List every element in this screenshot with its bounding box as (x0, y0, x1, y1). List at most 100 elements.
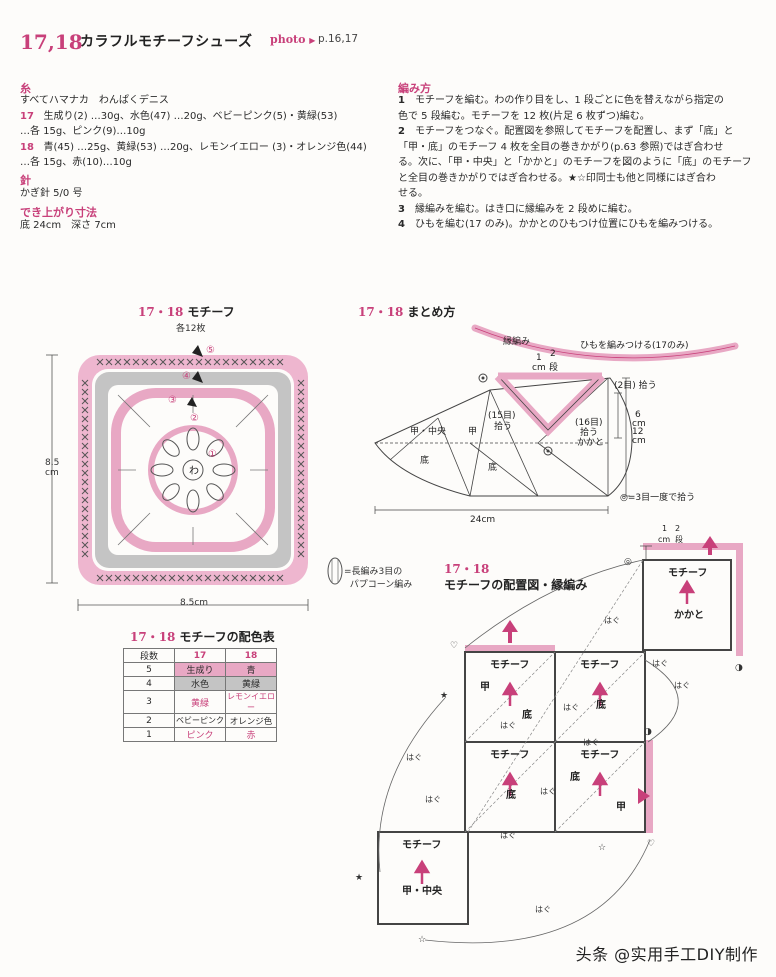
stitch-mark (297, 451, 305, 459)
pick-15a: (15目) (488, 410, 515, 421)
hagu-9: はぐ (500, 831, 516, 840)
stitch-mark (297, 487, 305, 495)
stitch-mark (150, 574, 158, 582)
instruction-line: 「甲・底」のモチーフ 4 枚を全目の巻きかがり(p.63 参照)ではぎ合わせ (398, 141, 724, 153)
stitch-mark (297, 469, 305, 477)
label-motif-soko3: モチーフ (490, 749, 529, 761)
stitch-mark (96, 358, 104, 366)
stitch-mark (195, 358, 203, 366)
stitch-mark (81, 514, 89, 522)
stitch-mark (297, 550, 305, 558)
label-motif-soko: モチーフ (580, 659, 619, 671)
step-number: 2 (398, 126, 415, 137)
label-soko-4: 底 (570, 770, 580, 783)
stitch-mark (297, 406, 305, 414)
round-2-label: ② (190, 413, 199, 424)
yarn-heading: 糸 (20, 82, 31, 95)
kou-label: 甲 (468, 426, 477, 437)
stitch-mark (222, 574, 230, 582)
round-1-label: ① (208, 449, 217, 460)
stitch-mark (123, 358, 131, 366)
stitch-mark (168, 358, 176, 366)
stitch-mark (105, 358, 113, 366)
stitch-mark (132, 358, 140, 366)
stitch-mark (213, 358, 221, 366)
col-header-rows: 段数 (123, 648, 175, 663)
step-number: 1 (398, 95, 415, 106)
pick-16a: (16目) (575, 417, 602, 428)
svg-text:★: ★ (355, 873, 363, 883)
stitch-mark (81, 397, 89, 405)
label-motif-heel: モチーフ (668, 567, 707, 579)
round-3-label: ③ (168, 395, 177, 406)
stitch-mark (276, 358, 284, 366)
dim-6-b: cm (632, 419, 646, 429)
materials-text: すべてハマナカ わんぱくデニス 17 生成り(2) …30g、水色(47) …2… (20, 95, 367, 168)
stitch-mark (123, 574, 131, 582)
col-header-18: 18 (225, 648, 277, 663)
stitch-mark (297, 496, 305, 504)
stitch-mark (81, 406, 89, 414)
svg-text:♡: ♡ (450, 641, 458, 651)
instruction-line: る。次に、「甲・中央」と「かかと」のモチーフを図のように「底」のモチーフ (398, 157, 752, 168)
layout-edge-2: 2 (675, 524, 680, 533)
pick-2: (2目) 拾う (614, 379, 657, 391)
stitch-mark (81, 478, 89, 486)
size-heading: でき上がり寸法 (20, 206, 97, 219)
hagu-4: はぐ (563, 703, 579, 712)
stitch-mark (297, 415, 305, 423)
layout-title-num: 17・18 (444, 562, 490, 576)
motif-width-dim: 8.5cm (180, 598, 209, 608)
size-text: 底 24cm 深さ 7cm (20, 220, 116, 231)
label-motif-chuou: モチーフ (402, 839, 441, 851)
stitch-mark (81, 415, 89, 423)
layout-edge-1: 1 (662, 524, 667, 533)
instruction-line: 3 縁編みを編む。はき口に縁編みを 2 段めに編む。 (398, 203, 638, 215)
stitch-mark (297, 433, 305, 441)
edge-rows-1: 1 (536, 353, 542, 363)
stitch-mark (159, 358, 167, 366)
layout-diagram: 1 cm 2 段 ◎ ◑ ◑ ♡ ♡ ★ ★ ☆ ☆ モチーフ かかと モチーフ… (355, 524, 743, 945)
layout-edge-cm: cm (658, 535, 670, 544)
pattern-number: 17,18 (20, 30, 83, 54)
label-motif-kou2: モチーフ (580, 749, 619, 761)
stitch-mark (267, 358, 275, 366)
label-soko-3: 底 (506, 788, 516, 801)
stitch-mark (297, 505, 305, 513)
soko-label-1: 底 (420, 454, 429, 466)
edge-label: 縁編み (503, 335, 530, 347)
stitch-mark (81, 505, 89, 513)
hagu-3: はぐ (674, 681, 690, 690)
instruction-line: 4 ひもを編む(17 のみ)。かかとのひもつけ位置にひもを編みつける。 (398, 219, 719, 230)
stitch-mark (81, 496, 89, 504)
instruction-line: 2 モチーフをつなぐ。配置図を参照してモチーフを配置し、まず「底」と (398, 126, 734, 137)
instructions-heading: 編み方 (398, 82, 431, 95)
edge-rows-2: 2 (550, 349, 556, 359)
stitch-mark (297, 442, 305, 450)
stitch-mark (81, 442, 89, 450)
stitch-mark (81, 379, 89, 387)
round-4-label: ④ (182, 371, 191, 382)
stitch-mark (81, 388, 89, 396)
stitch-mark (81, 523, 89, 531)
svg-text:◑: ◑ (644, 727, 652, 737)
instruction-line: せる。 (398, 188, 428, 199)
svg-text:◎: ◎ (624, 557, 632, 567)
stitch-mark (177, 574, 185, 582)
label-soko-1: 底 (522, 708, 532, 721)
stitch-mark (258, 358, 266, 366)
stitch-mark (159, 574, 167, 582)
stitch-mark (168, 574, 176, 582)
stitch-mark (276, 574, 284, 582)
stitch-mark (297, 424, 305, 432)
needle-text: かぎ針 5/0 号 (20, 188, 83, 199)
motif-chart-diagram: ⑤ ④ ③ ② ① わ (46, 345, 343, 611)
ring-label: わ (189, 465, 199, 477)
stitch-mark (81, 469, 89, 477)
kakato-label: かかと (577, 437, 604, 448)
stitch-mark (297, 460, 305, 468)
assembly-note: ◎=3目一度で拾う (620, 491, 695, 503)
